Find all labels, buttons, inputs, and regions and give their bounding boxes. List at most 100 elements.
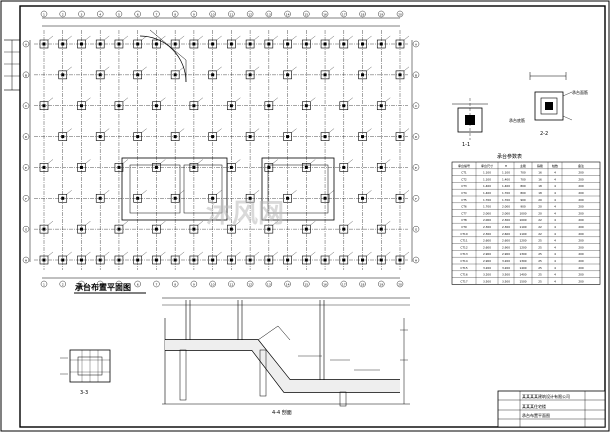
axis-bubble — [171, 10, 179, 18]
leader-line — [403, 251, 410, 257]
table-cell: 200 — [578, 266, 584, 270]
table-cell: 200 — [578, 198, 584, 202]
column — [117, 42, 121, 46]
axis-bubble — [22, 225, 30, 233]
table-cell: 2.300 — [483, 225, 491, 229]
axis-bubble — [22, 164, 30, 171]
axis-bubble — [265, 280, 273, 288]
axis-label: 12 — [248, 283, 252, 287]
leader-line — [104, 128, 110, 133]
axis-label: 4 — [99, 13, 101, 17]
leader-line — [291, 128, 297, 133]
axis-label: 20 — [398, 283, 402, 287]
pile-cap — [358, 193, 367, 203]
table-cell: 200 — [578, 184, 584, 188]
plan-dimension-lines — [29, 17, 413, 279]
leader-line — [85, 221, 91, 226]
column — [229, 42, 233, 46]
leader-line — [216, 66, 222, 71]
axis-bubble — [22, 195, 30, 202]
axis-bubble — [412, 225, 420, 233]
table-cell: 4 — [554, 225, 556, 229]
pile-cap — [264, 163, 274, 172]
pile-cap — [189, 163, 199, 172]
axis-bubble — [359, 280, 366, 288]
table-cell: 4 — [554, 184, 556, 188]
table-cell: 4 — [554, 266, 556, 270]
axis-bubble — [412, 71, 420, 79]
pile-cap — [376, 101, 386, 111]
axis-label: 9 — [193, 283, 195, 287]
detail-2-2-tag-top: 承台面筋 — [572, 89, 588, 95]
leader-line — [403, 35, 410, 41]
column — [267, 165, 271, 169]
axis-bubble — [97, 10, 104, 18]
leader-line — [328, 35, 335, 41]
axis-bubble — [246, 10, 254, 18]
pile-cap — [58, 70, 68, 80]
table-header: H — [505, 164, 507, 168]
leader-line — [160, 97, 166, 102]
axis-bubble — [412, 195, 420, 202]
leader-line — [291, 190, 297, 195]
pile-cap — [302, 39, 311, 49]
table-cell: 4 — [554, 259, 556, 263]
leader-line — [328, 190, 335, 195]
axis-bubble — [228, 280, 235, 288]
table-cell: 1.400 — [502, 184, 510, 188]
section-4-4-label: 4-4 剖面 — [272, 409, 292, 416]
column — [379, 42, 383, 46]
pile-cap — [264, 224, 274, 234]
table-cell: 4 — [554, 177, 556, 181]
table-cell: 4 — [554, 252, 556, 256]
table-cell: 800 — [520, 191, 526, 195]
axis-label: 6 — [137, 13, 139, 17]
column — [79, 227, 83, 231]
pile-cap — [227, 39, 236, 49]
leader-line — [179, 128, 185, 133]
table-cell: 4 — [554, 198, 556, 202]
column — [192, 42, 196, 46]
title-block-project: 某某某住宅楼 — [522, 403, 546, 409]
table-cell: 1.100 — [502, 171, 510, 175]
pile-cap — [395, 70, 405, 80]
table-cell: 4 — [554, 239, 556, 243]
column — [398, 73, 402, 77]
axis-bubble — [22, 256, 30, 264]
axis-bubble — [59, 280, 66, 288]
column — [61, 258, 65, 262]
table-cell: 2.000 — [502, 211, 510, 215]
leader-line — [122, 35, 129, 41]
table-cell: CT11 — [460, 239, 467, 243]
table-cell: 1400 — [519, 266, 526, 270]
title-block-company: 某某某某建筑设计有限公司 — [522, 393, 570, 399]
leader-line — [366, 190, 372, 195]
axis-label: C — [415, 104, 417, 108]
leader-line — [385, 35, 391, 41]
pile-cap — [320, 70, 330, 80]
leader-line — [179, 35, 185, 41]
axis-label: 16 — [323, 283, 327, 287]
pile-cap — [39, 255, 49, 265]
axis-bubble — [396, 10, 404, 18]
leader-line — [272, 35, 278, 41]
table-cell: CT2 — [461, 177, 467, 181]
leader-line — [66, 251, 72, 257]
column — [136, 135, 140, 139]
table-cell: 16 — [538, 177, 542, 181]
table-cell: 25 — [538, 252, 542, 256]
axis-label: F — [415, 197, 417, 201]
column — [342, 165, 346, 169]
column — [61, 42, 65, 46]
pile-cap — [95, 132, 105, 141]
table-header: 备注 — [578, 163, 584, 168]
pile-cap — [114, 101, 124, 111]
table-cell: 25 — [538, 239, 542, 243]
leader-line — [403, 128, 410, 133]
detail-2-2-tag-bottom: 承台底筋 — [509, 117, 525, 123]
pile-cap — [39, 101, 49, 111]
detail-1-1: 1-1 — [452, 98, 488, 148]
column — [154, 42, 158, 46]
table-cell: 3.500 — [483, 279, 491, 283]
column — [361, 135, 365, 139]
